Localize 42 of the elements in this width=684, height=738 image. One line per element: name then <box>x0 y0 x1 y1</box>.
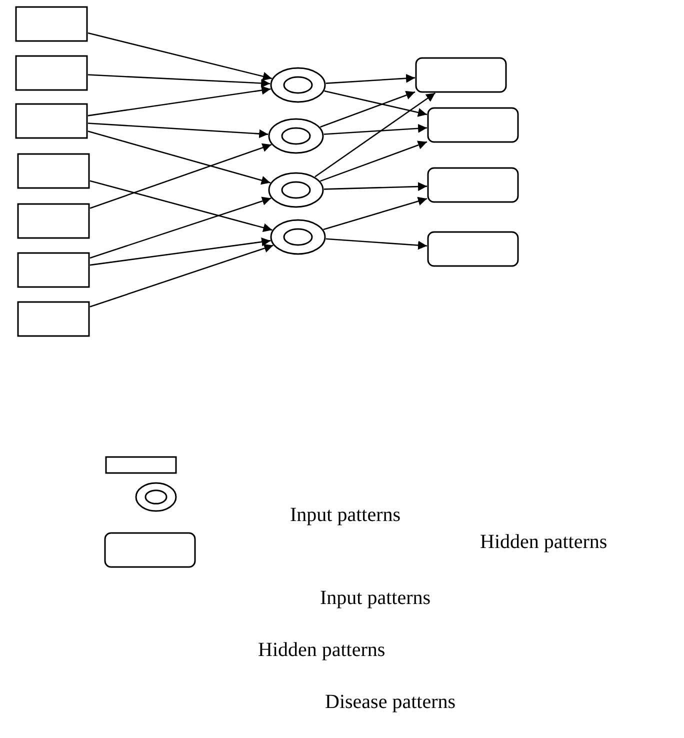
ring-node <box>268 118 324 154</box>
arrow <box>90 196 272 259</box>
input-box <box>17 252 90 288</box>
label-text: Hidden patterns <box>258 640 386 660</box>
arrow <box>88 32 272 81</box>
input-box <box>17 203 90 239</box>
arrow <box>314 92 436 178</box>
arrow <box>324 182 428 192</box>
ring-node <box>268 172 324 208</box>
label-text: Hidden patterns <box>480 532 608 552</box>
input-box <box>17 153 90 189</box>
input-box <box>15 6 88 42</box>
input-box <box>105 456 177 474</box>
arrow <box>324 124 428 135</box>
ring-node <box>270 67 326 103</box>
arrow <box>320 90 416 128</box>
rounded-box <box>104 532 196 568</box>
rounded-box <box>427 107 519 143</box>
arrow <box>324 90 428 117</box>
rounded-box <box>427 231 519 267</box>
arrow <box>88 122 268 138</box>
arrow <box>90 244 274 308</box>
arrow <box>90 143 272 209</box>
arrow <box>90 180 272 232</box>
ring-node <box>135 482 177 512</box>
arrow <box>88 74 270 88</box>
arrow <box>88 86 271 116</box>
arrow <box>320 140 428 182</box>
input-box <box>17 301 90 337</box>
rounded-box <box>427 167 519 203</box>
input-box <box>15 55 88 91</box>
rounded-box <box>415 57 507 93</box>
arrow <box>326 74 416 84</box>
label-text: Input patterns <box>320 588 431 608</box>
arrow <box>88 130 271 185</box>
label-text: Disease patterns <box>325 692 456 712</box>
label-text: Input patterns <box>290 505 401 525</box>
arrow <box>90 237 271 266</box>
input-box <box>15 103 88 139</box>
ring-node <box>270 219 326 255</box>
arrow <box>326 238 428 250</box>
arrow <box>323 196 428 230</box>
